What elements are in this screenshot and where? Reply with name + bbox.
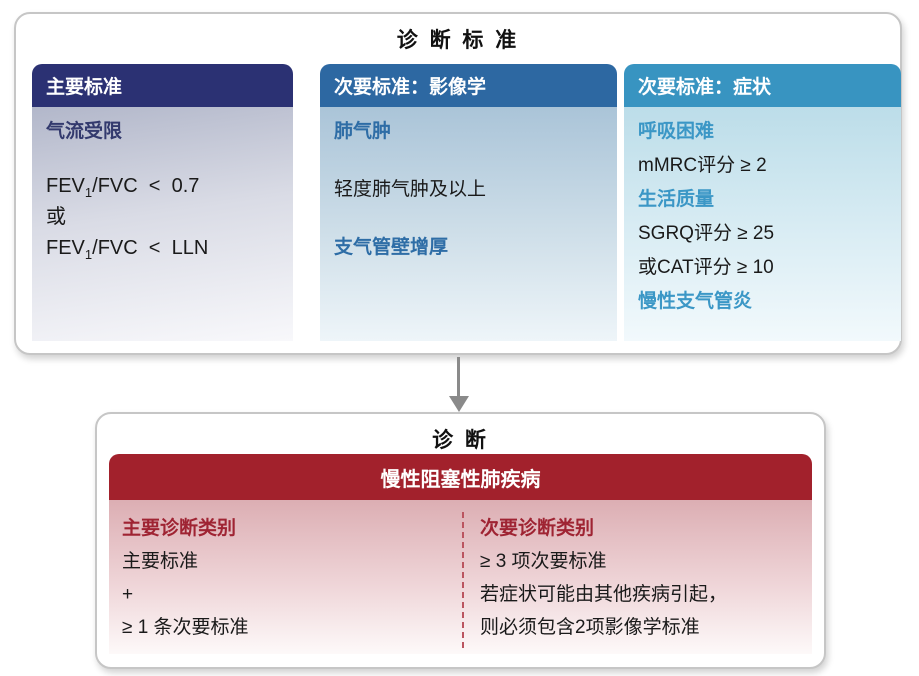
- major-diagnosis-category-header: 主要诊断类别: [122, 518, 237, 539]
- sgrq-score-label: SGRQ评分 ≥ 25: [638, 223, 775, 244]
- major-criteria-line: 主要标准: [122, 551, 199, 572]
- formula-subscript: 1: [84, 185, 93, 200]
- diagnosis-panel-title: 诊 断: [432, 429, 489, 452]
- minor-diagnosis-category: 次要诊断类别 ≥ 3 项次要标准 若症状可能由其他疾病引起， 则必须包含2项影像…: [480, 512, 727, 644]
- imaging-criteria-header: 次要标准：影像学: [320, 64, 617, 107]
- major-criteria-column: 主要标准 气流受限 FEV1/FVC < 0.7 或 FEV1/FVC < LL…: [32, 64, 293, 341]
- minor-criteria-threshold-line: ≥ 3 项次要标准: [480, 551, 607, 572]
- bronchial-wall-thickening-label: 支气管壁增厚: [334, 237, 449, 258]
- minor-criteria-count-line: ≥ 1 条次要标准: [122, 617, 249, 638]
- diagnosis-panel: 诊 断 慢性阻塞性肺疾病 主要诊断类别 主要标准 + ≥ 1 条次要标准 次要诊…: [95, 412, 826, 669]
- formula-text: FEV: [46, 175, 85, 197]
- quality-of-life-label: 生活质量: [638, 189, 715, 210]
- major-diagnosis-category: 主要诊断类别 主要标准 + ≥ 1 条次要标准: [122, 512, 249, 644]
- diagnosis-body: 主要诊断类别 主要标准 + ≥ 1 条次要标准 次要诊断类别 ≥ 3 项次要标准…: [109, 500, 812, 654]
- cat-score-label: 或CAT评分 ≥ 10: [638, 257, 774, 278]
- imaging-criteria-body: 肺气肿 轻度肺气肿及以上 支气管壁增厚: [320, 107, 617, 341]
- imaging-requirement-line: 则必须包含2项影像学标准: [480, 617, 700, 638]
- spirometry-criteria: FEV1/FVC < 0.7 或 FEV1/FVC < LLN: [46, 171, 279, 264]
- dashed-divider: [462, 512, 464, 648]
- fev1-fvc-lln-line: FEV1/FVC < LLN: [46, 233, 279, 264]
- formula-subscript: 1: [84, 247, 93, 262]
- formula-text: FEV: [46, 237, 85, 259]
- major-criteria-body: 气流受限 FEV1/FVC < 0.7 或 FEV1/FVC < LLN: [32, 107, 293, 341]
- symptom-criteria-column: 次要标准：症状 呼吸困难 mMRC评分 ≥ 2 生活质量 SGRQ评分 ≥ 25…: [624, 64, 901, 341]
- dyspnea-label: 呼吸困难: [638, 121, 715, 142]
- symptom-criteria-header: 次要标准：症状: [624, 64, 901, 107]
- formula-text: /FVC < 0.7: [92, 175, 200, 197]
- emphysema-label: 肺气肿: [334, 121, 392, 142]
- or-label: 或: [46, 206, 66, 228]
- symptom-criteria-body: 呼吸困难 mMRC评分 ≥ 2 生活质量 SGRQ评分 ≥ 25 或CAT评分 …: [624, 107, 901, 341]
- mmrc-score-label: mMRC评分 ≥ 2: [638, 155, 767, 176]
- chronic-bronchitis-label: 慢性支气管炎: [638, 291, 753, 312]
- imaging-criteria-column: 次要标准：影像学 肺气肿 轻度肺气肿及以上 支气管壁增厚: [320, 64, 617, 341]
- copd-header: 慢性阻塞性肺疾病: [109, 454, 812, 500]
- down-arrow-head: [449, 396, 469, 412]
- formula-text: /FVC < LLN: [92, 237, 209, 259]
- minor-diagnosis-category-header: 次要诊断类别: [480, 518, 595, 539]
- plus-label: +: [122, 584, 134, 605]
- major-criteria-header: 主要标准: [32, 64, 293, 107]
- other-disease-condition-line: 若症状可能由其他疾病引起，: [480, 584, 728, 605]
- airflow-limitation-label: 气流受限: [46, 121, 123, 142]
- mild-emphysema-label: 轻度肺气肿及以上: [334, 179, 487, 200]
- fev1-fvc-ratio-line: FEV1/FVC < 0.7: [46, 171, 279, 202]
- criteria-panel: 诊 断 标 准 主要标准 气流受限 FEV1/FVC < 0.7 或 FEV1/…: [14, 12, 902, 355]
- down-arrow-stem: [457, 357, 460, 397]
- criteria-panel-title: 诊 断 标 准: [396, 29, 520, 52]
